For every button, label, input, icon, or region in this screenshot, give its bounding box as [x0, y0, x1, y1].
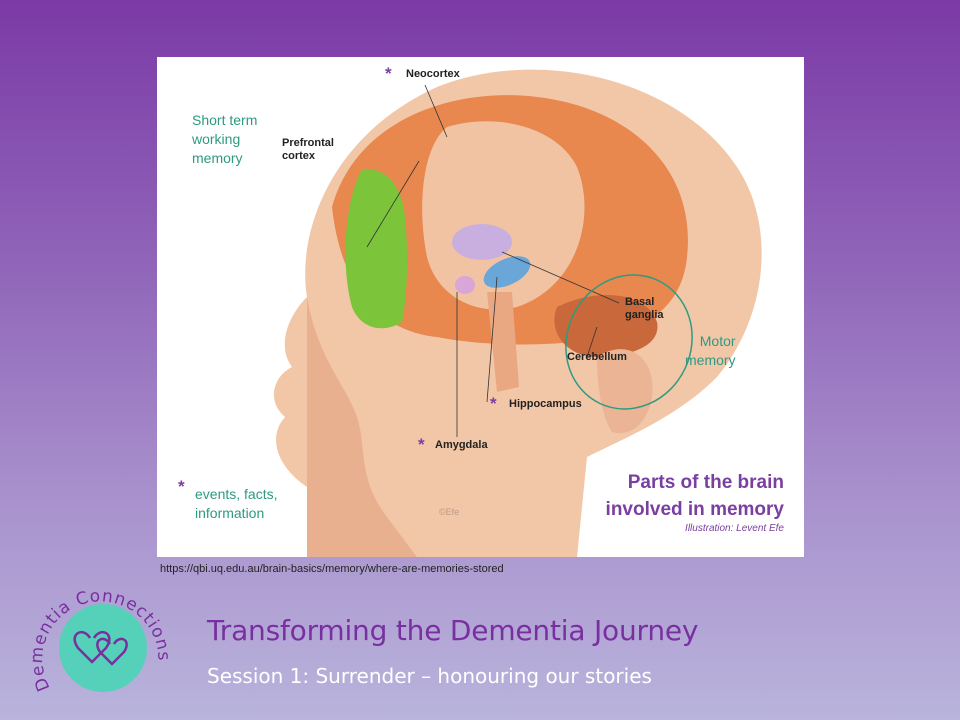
- prefrontal-line2: cortex: [282, 150, 316, 162]
- legend-line1: events, facts,: [195, 486, 278, 502]
- brain-drawing: [273, 69, 762, 557]
- session-subtitle: Session 1: Surrender – honouring our sto…: [207, 664, 652, 688]
- amygdala-shape: [455, 276, 475, 294]
- logo-circle: [59, 604, 147, 692]
- face-shading: [307, 297, 417, 557]
- double-heart-icon: [73, 630, 128, 666]
- legend-text: events, facts, information: [195, 485, 277, 523]
- logo-graphic: Dementia Connections: [27, 586, 173, 694]
- basal-ganglia-shape: [452, 224, 512, 260]
- dementia-connections-logo: Dementia Connections: [27, 576, 178, 696]
- short-term-line1: Short term: [192, 112, 258, 128]
- short-term-label: Short term working memory: [192, 111, 257, 168]
- prefrontal-line1: Prefrontal: [282, 137, 334, 149]
- prefrontal-region: [345, 168, 408, 329]
- brain-medial: [422, 121, 585, 310]
- caption-credit: Illustration: Levent Efe: [685, 523, 784, 534]
- source-link[interactable]: https://qbi.uq.edu.au/brain-basics/memor…: [160, 563, 504, 575]
- legend-star: *: [178, 477, 185, 496]
- motor-line1: Motor: [699, 333, 736, 349]
- legend-line2: information: [195, 505, 265, 521]
- figure-caption: Parts of the brain involved in memory Il…: [606, 469, 784, 534]
- motor-memory-label: Motor memory: [685, 332, 736, 370]
- basal-line1: Basal: [625, 296, 655, 308]
- brain-illustration: Short term working memory Prefrontal cor…: [157, 57, 804, 557]
- hippocampus-label: Hippocampus: [509, 398, 582, 410]
- motor-line2: memory: [685, 352, 736, 368]
- amygdala-label: Amygdala: [435, 439, 488, 451]
- basal-ganglia-label: Basal ganglia: [625, 296, 664, 322]
- caption-line1: Parts of the brain: [627, 472, 784, 493]
- presentation-title: Transforming the Dementia Journey: [207, 614, 699, 647]
- amygdala-star: *: [418, 435, 425, 454]
- cerebellum-shape: [554, 295, 658, 357]
- cerebellum-label: Cerebellum: [567, 351, 627, 363]
- brainstem-shape: [487, 292, 519, 392]
- short-term-line3: memory: [192, 150, 243, 166]
- ear-shape: [597, 349, 653, 434]
- neocortex-star: *: [385, 64, 392, 83]
- hippocampus-shape: [483, 256, 531, 288]
- basal-line2: ganglia: [625, 309, 664, 321]
- neocortex-label: Neocortex: [406, 68, 460, 80]
- motor-memory-outline: [565, 274, 693, 410]
- short-term-line2: working: [192, 131, 241, 147]
- artist-signature: ©Efe: [439, 507, 460, 517]
- prefrontal-cortex-label: Prefrontal cortex: [282, 137, 334, 163]
- hippocampus-star: *: [490, 394, 497, 413]
- caption-line2: involved in memory: [605, 499, 784, 520]
